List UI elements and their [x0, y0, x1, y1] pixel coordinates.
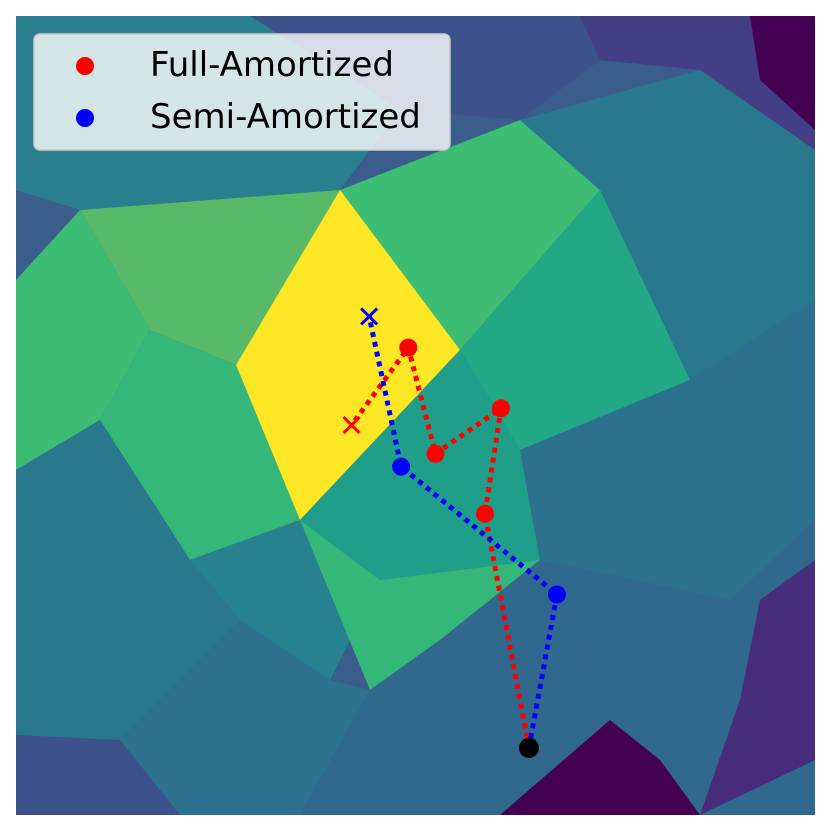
series-path-full-amortized [349, 341, 532, 749]
heat-cell [300, 350, 540, 580]
heat-cell [16, 420, 190, 600]
legend-box [33, 33, 451, 151]
heat-cell [300, 520, 540, 690]
legend-label-full-amortized: Full-Amortized [150, 45, 394, 85]
end-marker-full-amortized [342, 416, 361, 435]
point-semi-amortized-1 [547, 585, 566, 604]
heat-cell [100, 330, 300, 560]
heat-cell [16, 210, 150, 470]
heat-cell [120, 620, 370, 815]
point-full-amortized-1 [476, 504, 495, 523]
point-semi-amortized-2 [392, 457, 411, 476]
start-point [518, 737, 539, 758]
series-path-semi-amortized [366, 315, 560, 749]
legend-marker-full-amortized [76, 57, 94, 75]
heat-cell [520, 70, 815, 380]
heat-cell [700, 560, 815, 815]
point-full-amortized-4 [399, 338, 418, 357]
heat-cell [16, 735, 180, 815]
legend: Full-Amortized Semi-Amortized [33, 33, 451, 151]
legend-label-semi-amortized: Semi-Amortized [150, 97, 421, 137]
heat-cell [80, 190, 340, 365]
point-full-amortized-2 [491, 399, 510, 418]
end-marker-semi-amortized [360, 307, 379, 326]
heat-cell [520, 300, 815, 600]
heat-cell [460, 190, 690, 450]
heat-cell [16, 560, 240, 740]
heat-cell [236, 190, 460, 520]
legend-marker-semi-amortized [76, 109, 94, 127]
point-full-amortized-3 [426, 444, 445, 463]
heat-cell [750, 16, 815, 130]
series-layer [342, 307, 566, 758]
heat-cell [500, 720, 700, 815]
